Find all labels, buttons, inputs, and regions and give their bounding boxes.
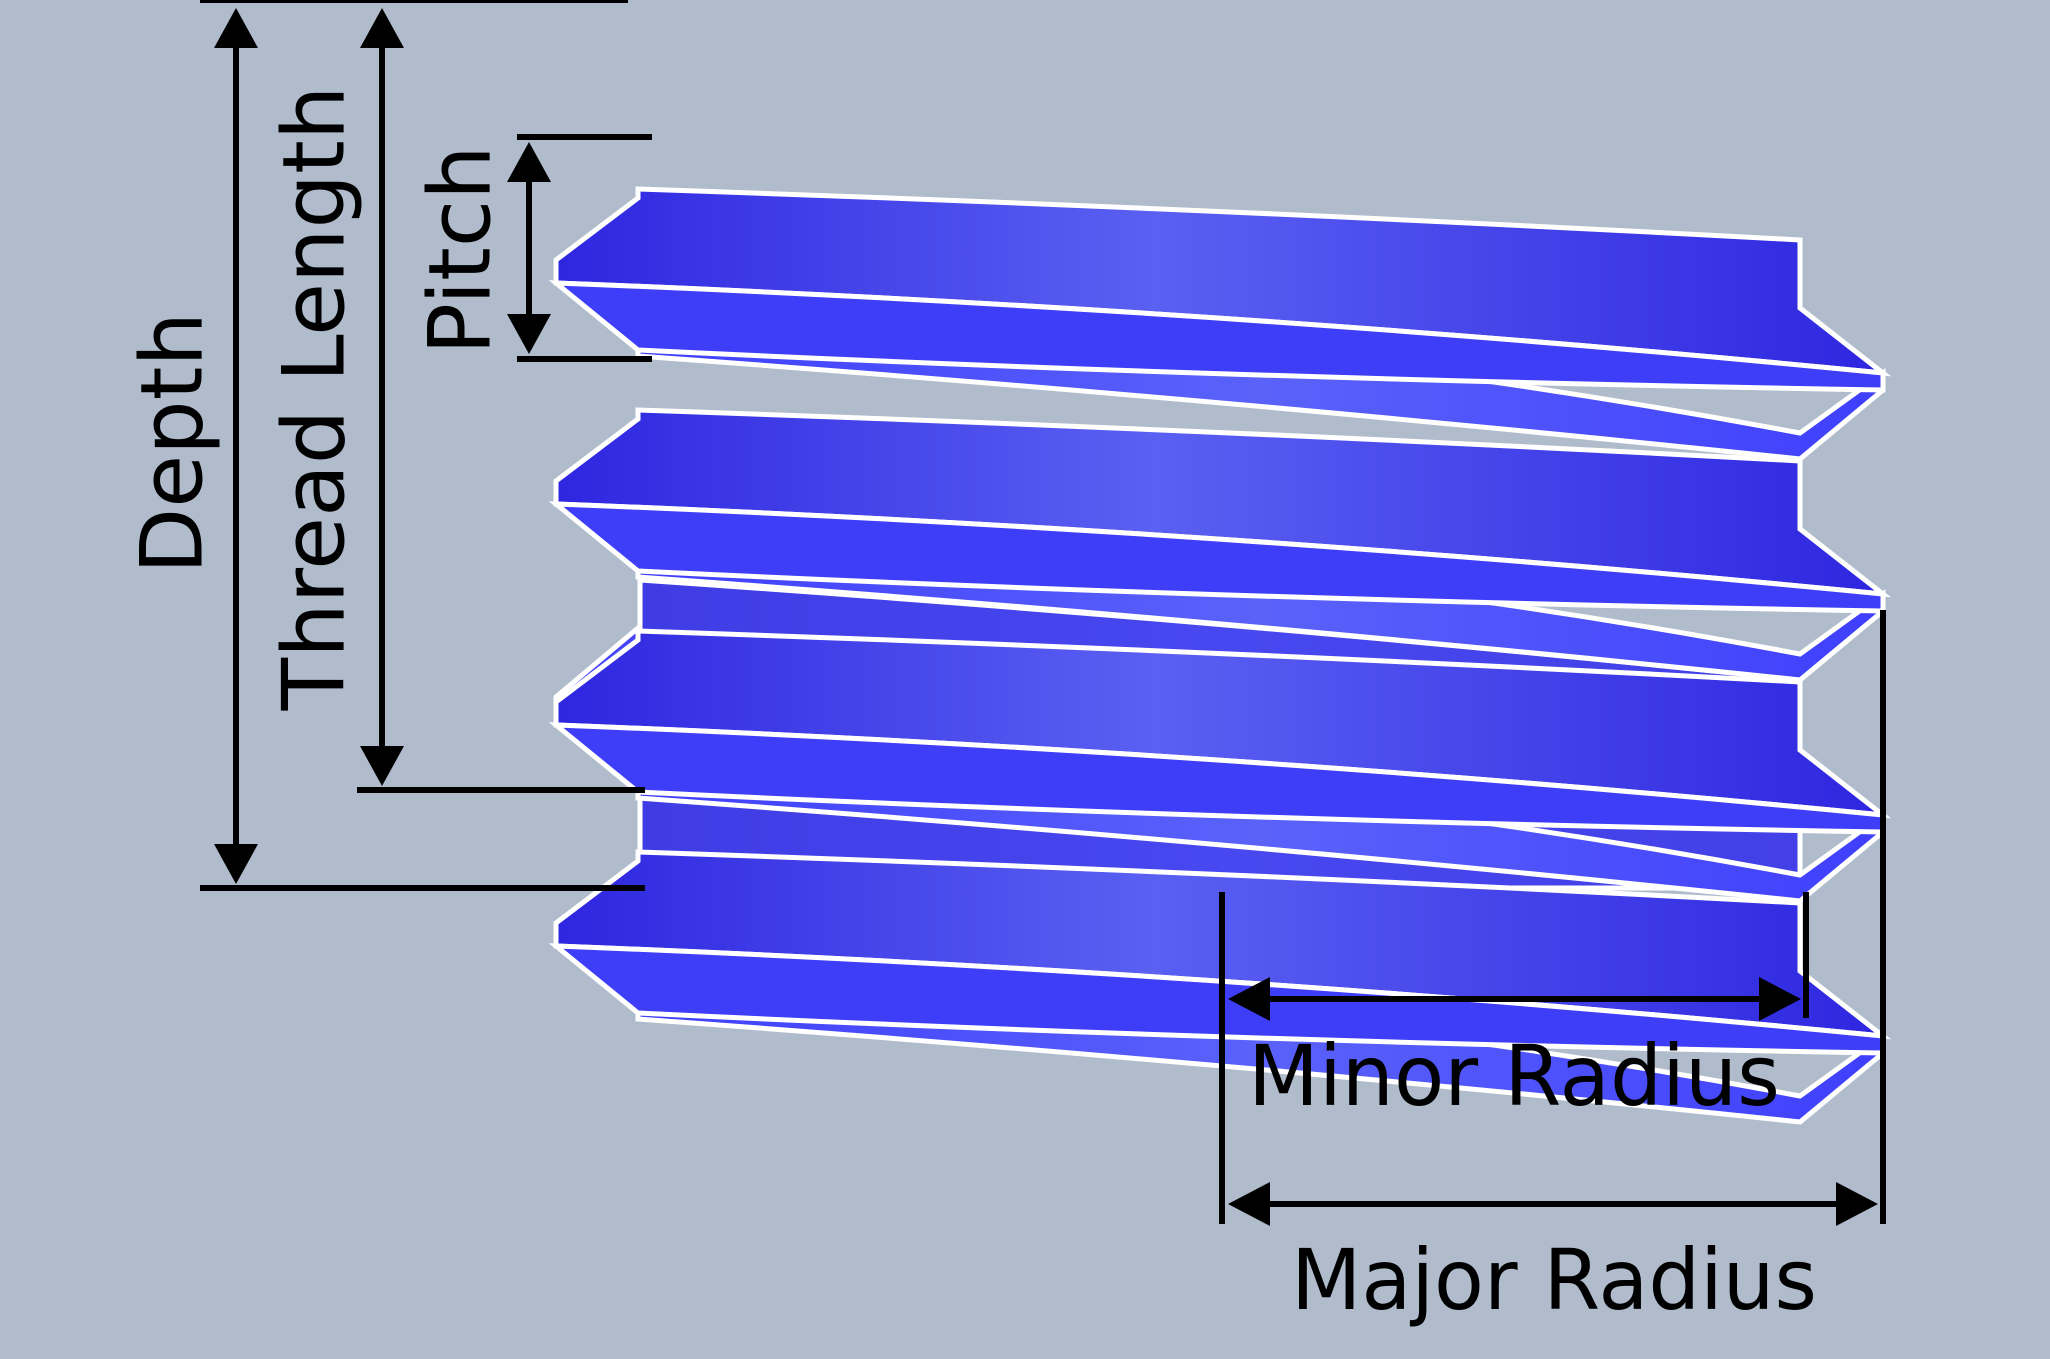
major-radius-label: Major Radius xyxy=(1291,1231,1817,1329)
depth-arrow-up xyxy=(214,8,258,48)
minor-radius-label: Minor Radius xyxy=(1248,1027,1780,1125)
major-radius-arrow-right xyxy=(1836,1182,1878,1226)
pitch-label: Pitch xyxy=(410,145,510,354)
minor-radius-arrow-left xyxy=(1228,977,1270,1021)
thread-crest-lower xyxy=(548,501,1886,614)
minor-radius-arrow-right xyxy=(1759,977,1801,1021)
screw-thread xyxy=(548,186,1892,1125)
thread-length-arrow-down xyxy=(360,746,404,786)
major-radius-arrow-left xyxy=(1228,1182,1270,1226)
dimension-arrowheads xyxy=(214,8,1878,1226)
pitch-arrow-up xyxy=(507,142,551,182)
thread-length-label: Thread Length xyxy=(264,86,364,712)
thread-length-arrow-up xyxy=(360,8,404,48)
depth-label: Depth xyxy=(122,312,222,574)
depth-arrow-down xyxy=(214,844,258,884)
dimension-lines xyxy=(200,0,1886,1224)
thread-crest-lower xyxy=(548,280,1886,393)
pitch-arrow-down xyxy=(507,314,551,354)
